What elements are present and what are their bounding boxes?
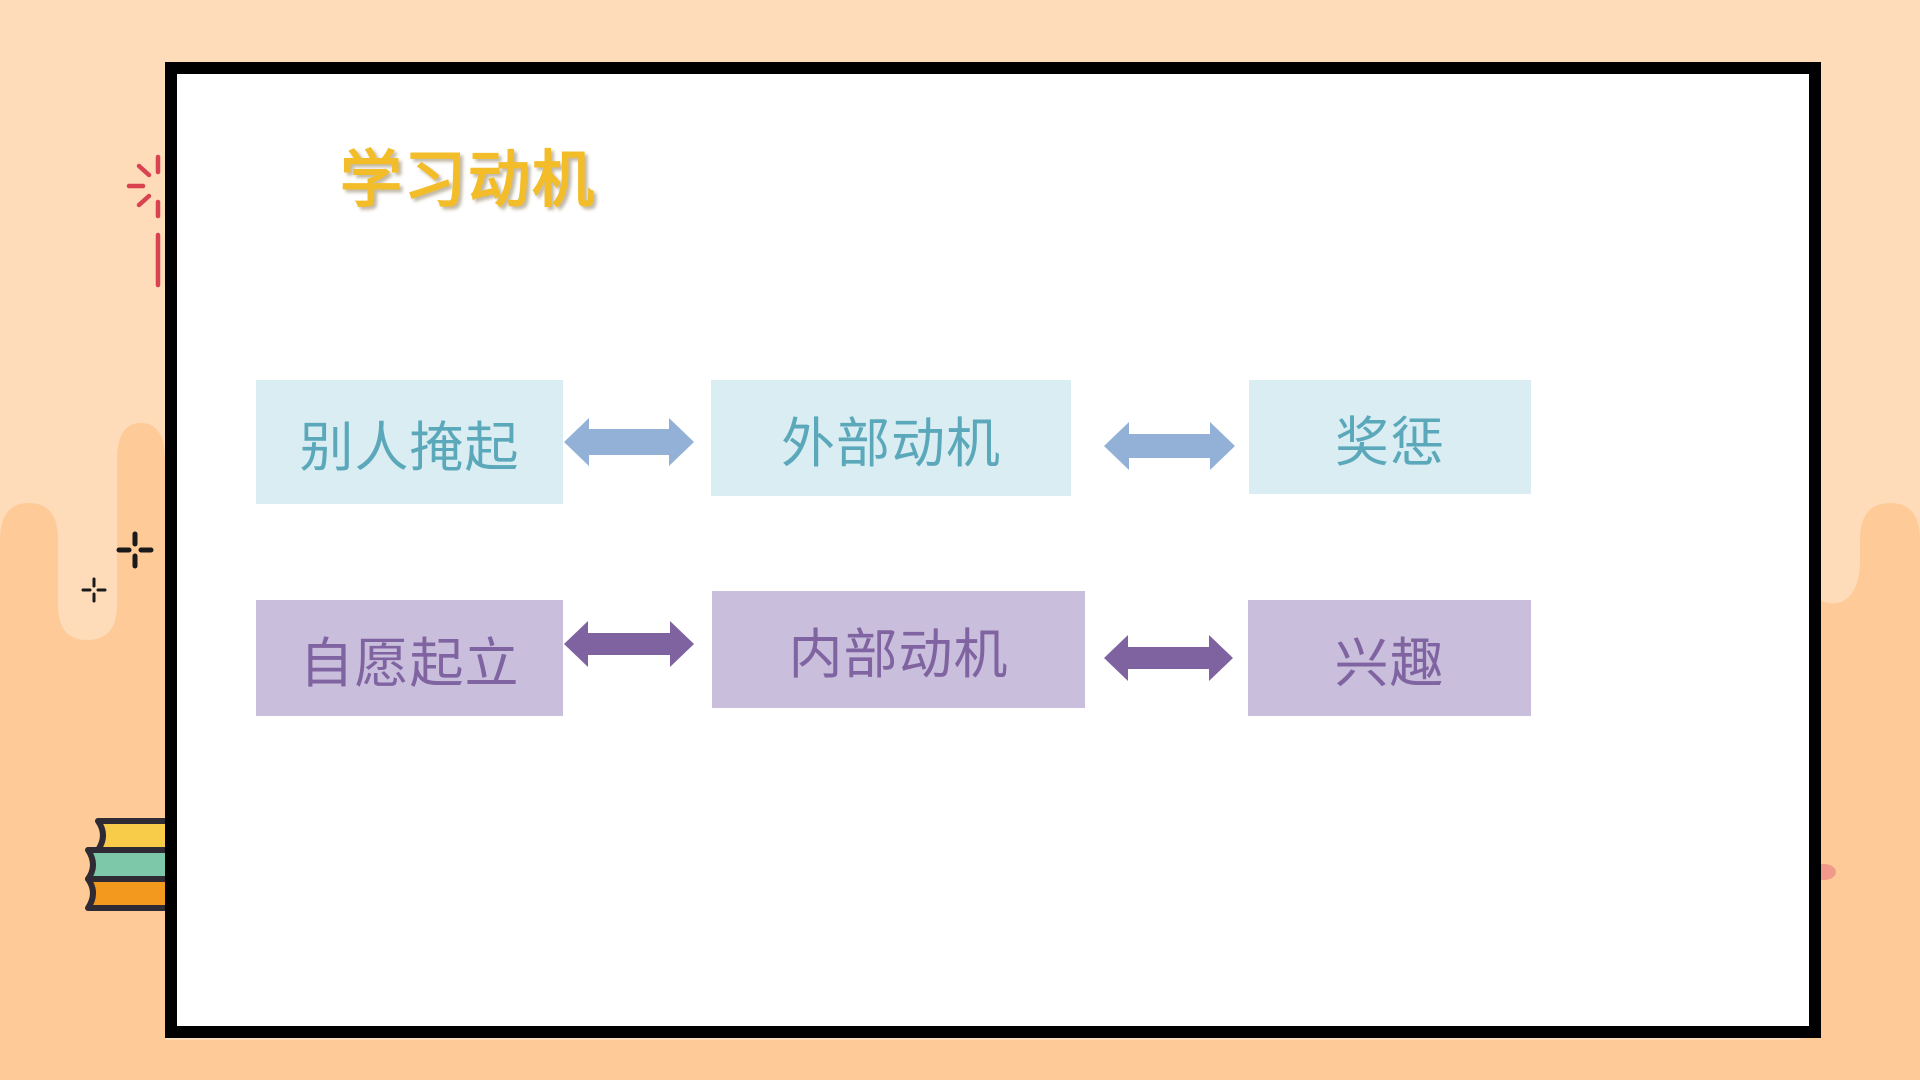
books-stack-icon	[85, 818, 176, 911]
double-arrow-icon	[1104, 635, 1233, 681]
double-arrow-icon	[1104, 422, 1235, 470]
box-internal-motivation: 内部动机	[712, 591, 1085, 708]
slide-title: 学习动机	[340, 143, 597, 216]
box-external-motivation: 外部动机	[711, 380, 1071, 496]
box-internal-left: 自愿起立	[256, 600, 563, 716]
sparkle-icon	[126, 154, 161, 288]
cross-star-icon	[81, 577, 107, 603]
box-internal-right: 兴趣	[1248, 600, 1531, 716]
double-arrow-icon	[564, 621, 694, 667]
box-external-right: 奖惩	[1249, 380, 1531, 494]
cross-star-icon	[116, 531, 154, 569]
slide-frame	[165, 62, 1821, 1038]
box-external-left: 别人掩起	[256, 380, 563, 504]
double-arrow-icon	[564, 418, 694, 466]
